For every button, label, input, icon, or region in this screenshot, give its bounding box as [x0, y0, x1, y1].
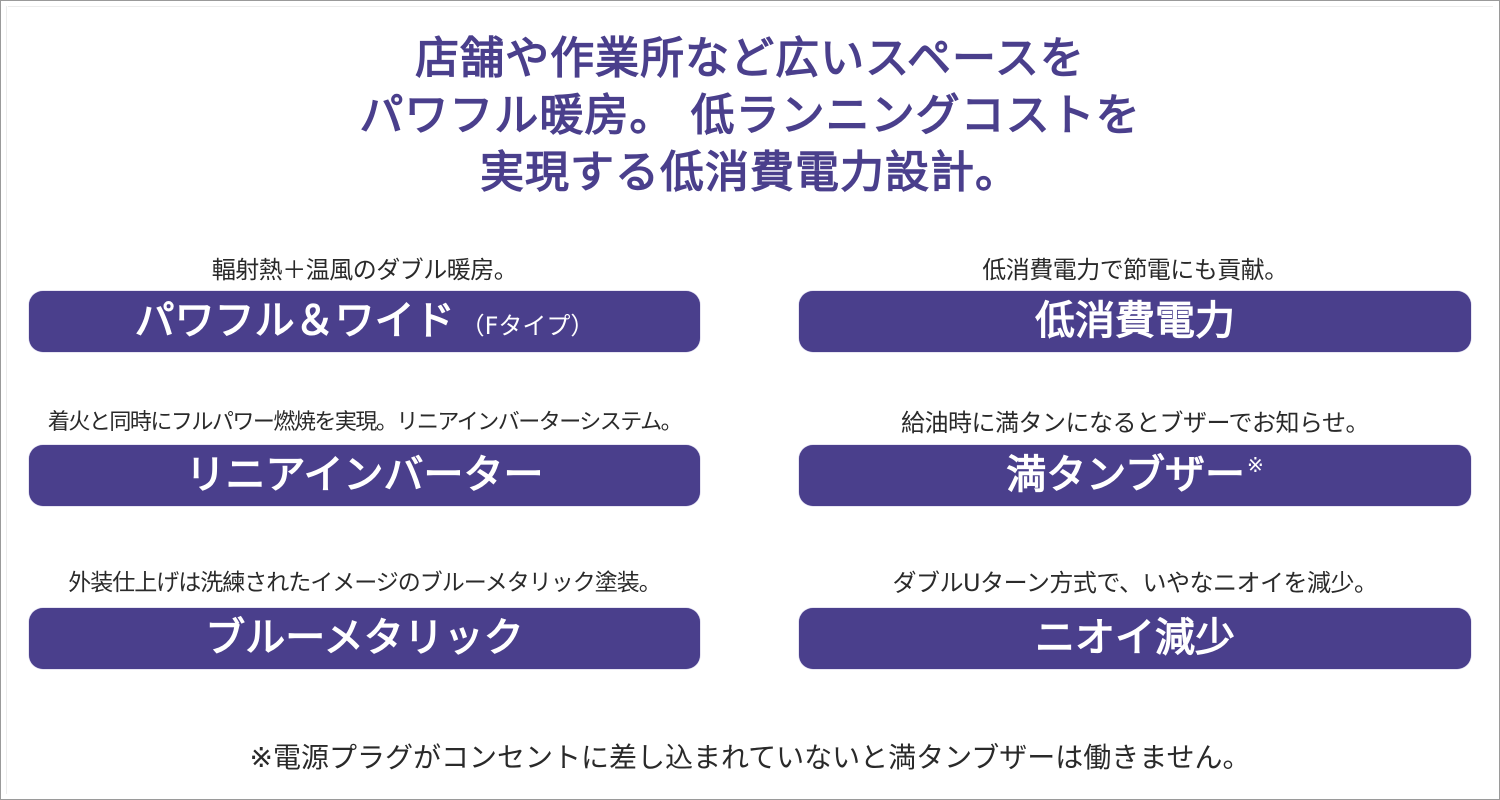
- footnote-mark: ※: [1247, 453, 1264, 477]
- feature-label-pill: ブルーメタリック: [29, 608, 700, 669]
- headline: 店舗や作業所など広いスペースを パワフル暖房。 低ランニングコストを 実現する低…: [0, 30, 1500, 201]
- feature-label-pill: ニオイ減少: [799, 608, 1471, 669]
- feature-label: 満タンブザー: [1006, 452, 1246, 498]
- feature-caption: ダブルUターン方式で、いやなニオイを減少。: [892, 569, 1378, 597]
- feature-label: リニアインバーター: [185, 452, 544, 498]
- feature-label-pill: リニアインバーター: [29, 445, 700, 506]
- feature-label: パワフル＆ワイド: [134, 298, 455, 344]
- feature-caption: 輻射熱＋温風のダブル暖房。: [211, 256, 518, 284]
- feature-label-pill: パワフル＆ワイド（Fタイプ）: [29, 291, 700, 352]
- inner-divider-left: [6, 6, 7, 794]
- feature-label: ニオイ減少: [1035, 615, 1235, 661]
- feature-linear-inverter: 着火と同時にフルパワー燃焼を実現。リニアインバーターシステム。 リニアインバータ…: [29, 408, 700, 506]
- feature-caption: 外装仕上げは洗練されたイメージのブルーメタリック塗装。: [68, 570, 662, 596]
- feature-caption: 低消費電力で節電にも貢献。: [982, 256, 1288, 284]
- feature-odor-reduction: ダブルUターン方式で、いやなニオイを減少。 ニオイ減少: [799, 568, 1471, 669]
- inner-divider-top: [8, 6, 1493, 7]
- feature-low-power: 低消費電力で節電にも貢献。 低消費電力: [799, 255, 1471, 352]
- feature-sub-label: （Fタイプ）: [460, 312, 595, 340]
- footnote: ※電源プラグがコンセントに差し込まれていないと満タンブザーは働きません。: [249, 741, 1251, 774]
- feature-label-pill: 低消費電力: [799, 291, 1471, 352]
- feature-full-tank-buzzer: 給油時に満タンになるとブザーでお知らせ。 満タンブザー※: [799, 408, 1471, 506]
- feature-powerful-wide: 輻射熱＋温風のダブル暖房。 パワフル＆ワイド（Fタイプ）: [29, 255, 700, 352]
- headline-line-1: 店舗や作業所など広いスペースを: [415, 33, 1085, 84]
- headline-line-2: パワフル暖房。 低ランニングコストを: [359, 90, 1141, 141]
- feature-blue-metallic: 外装仕上げは洗練されたイメージのブルーメタリック塗装。 ブルーメタリック: [29, 568, 700, 669]
- feature-caption: 着火と同時にフルパワー燃焼を実現。リニアインバーターシステム。: [47, 410, 683, 435]
- feature-label: ブルーメタリック: [205, 615, 524, 661]
- feature-label: 低消費電力: [1035, 298, 1235, 344]
- feature-label-pill: 満タンブザー※: [799, 445, 1471, 506]
- feature-caption: 給油時に満タンになるとブザーでお知らせ。: [900, 409, 1370, 437]
- headline-line-3: 実現する低消費電力設計。: [480, 147, 1020, 198]
